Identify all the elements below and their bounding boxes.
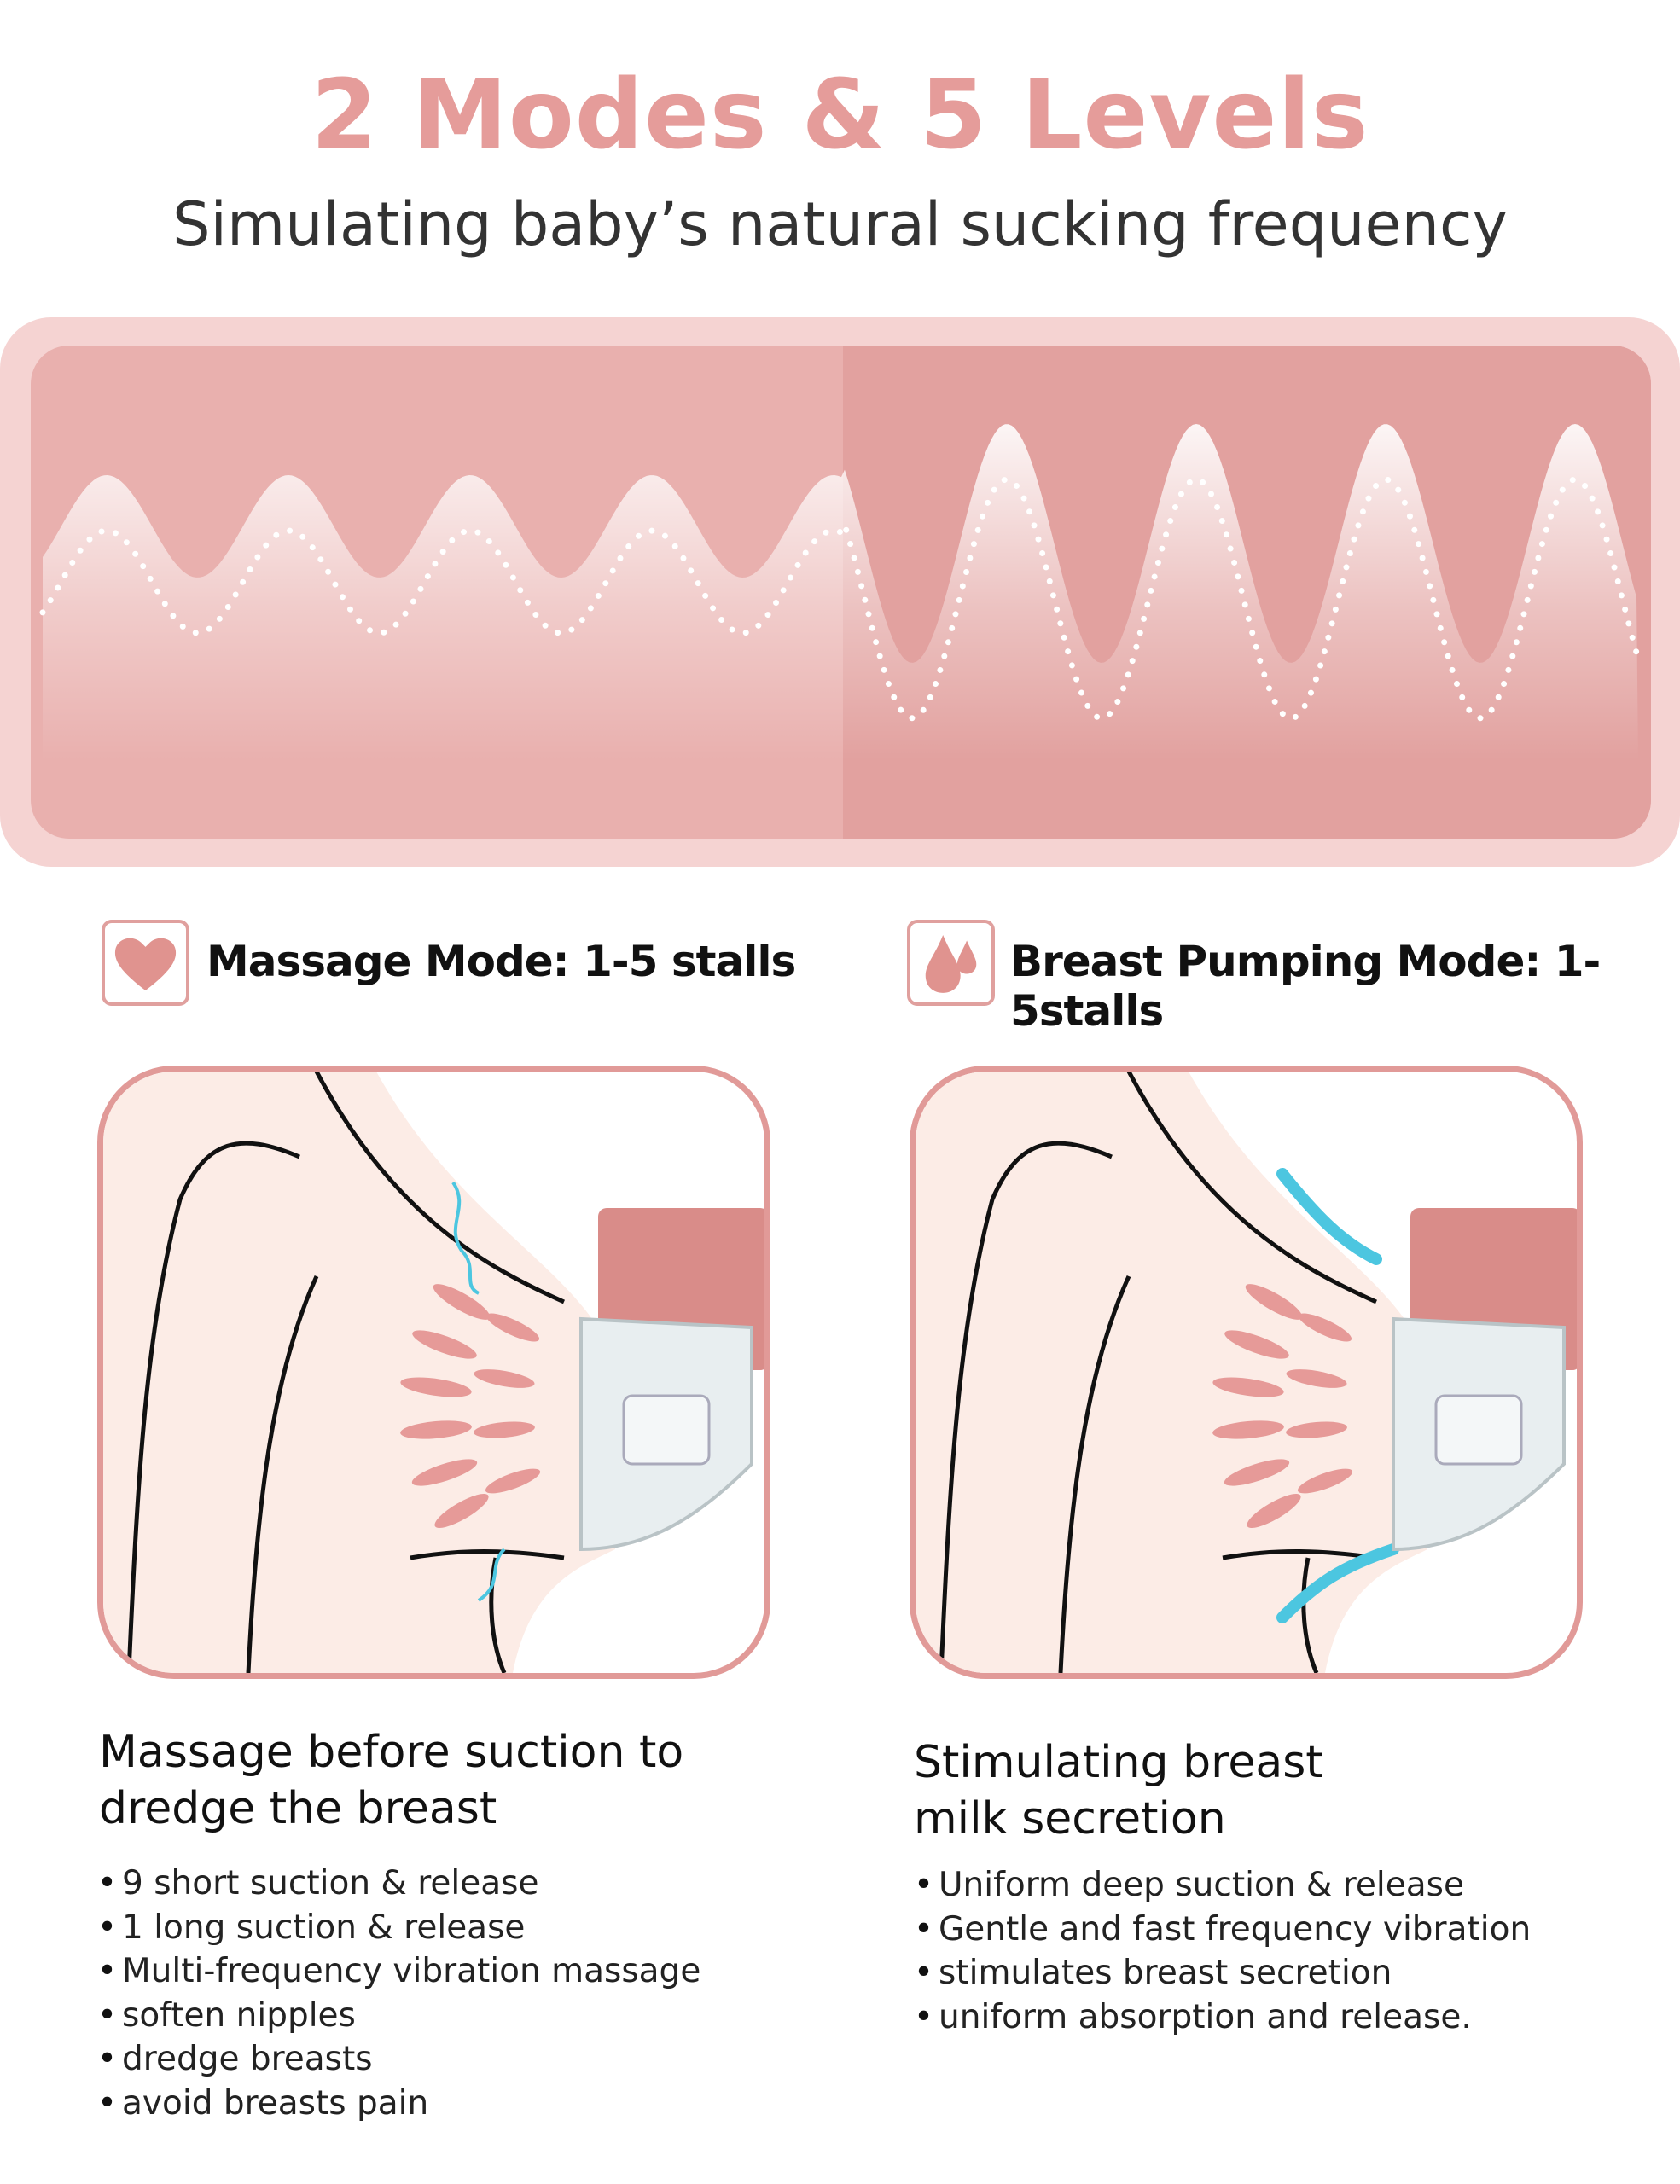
heading-line: dredge the breast [99,1783,497,1834]
heading-line: milk secretion [914,1793,1226,1844]
massage-illustration [97,1066,770,1679]
list-item: stimulates breast secretion [914,1951,1531,1995]
heading-line: Stimulating breast [914,1737,1323,1788]
list-item: dredge breasts [97,2037,700,2082]
heading-line: Massage before suction to [99,1727,684,1778]
list-item: Multi-frequency vibration massage [97,1949,700,1994]
pumping-heading: Stimulating breast milk secretion [914,1734,1323,1847]
pumping-mode-label: Breast Pumping Mode: 1-5stalls [1010,937,1601,1036]
pumping-bullet-list: Uniform deep suction & release Gentle an… [914,1863,1531,2039]
list-item: 1 long suction & release [97,1906,700,1950]
page-subtitle: Simulating baby’s natural sucking freque… [172,189,1508,259]
list-item: Gentle and fast frequency vibration [914,1908,1531,1952]
arrow-icon [1276,1168,1382,1265]
heart-icon [102,920,189,1006]
arrow-icon [1276,1543,1399,1623]
list-item: uniform absorption and release. [914,1995,1531,2040]
massage-mode-label: Massage Mode: 1-5 stalls [206,937,796,986]
list-item: 9 short suction & release [97,1862,700,1906]
wave-dotted-line [39,476,1640,722]
suction-wave-diagram [0,317,1680,867]
milk-duct-marks [400,1284,541,1528]
massage-bullet-list: 9 short suction & release 1 long suction… [97,1862,700,2125]
massage-heading: Massage before suction to dredge the bre… [99,1724,683,1837]
wave-shape [43,424,1638,761]
milk-duct-marks [1212,1284,1353,1528]
milk-drop-icon [907,920,995,1006]
list-item: soften nipples [97,1994,700,2038]
page-title: 2 Modes & 5 Levels [311,60,1369,171]
pumping-illustration [910,1066,1583,1679]
list-item: Uniform deep suction & release [914,1863,1531,1908]
list-item: avoid breasts pain [97,2082,700,2126]
